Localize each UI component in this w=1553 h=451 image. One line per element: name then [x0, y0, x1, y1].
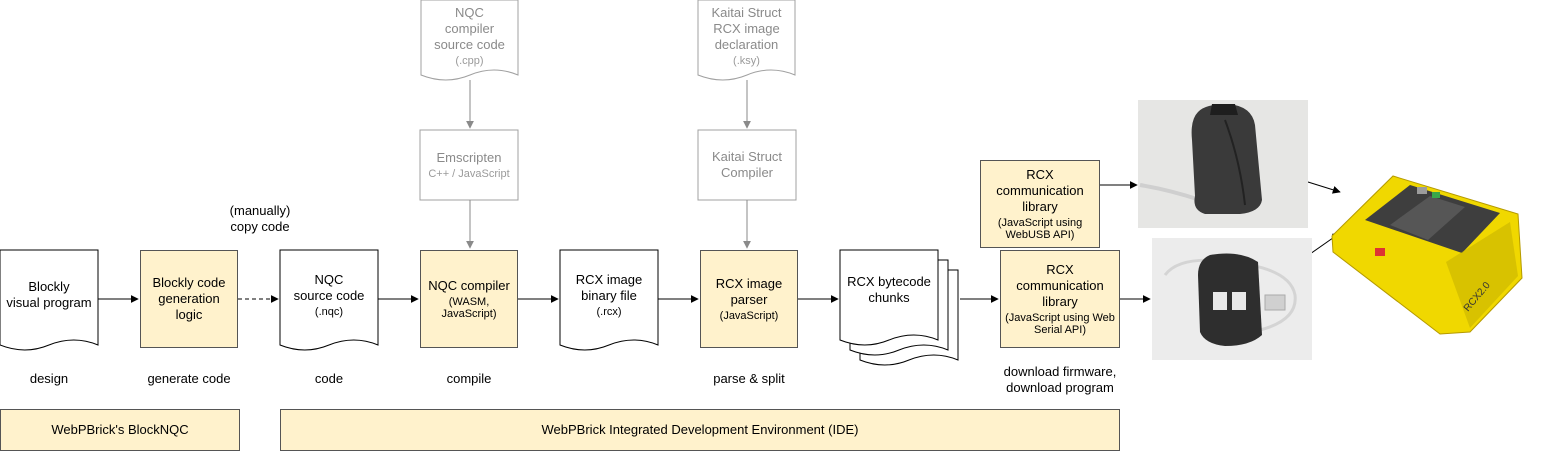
rcx-brick-photo: RCX2.0 [1331, 175, 1523, 335]
nqc-compiler-source-doc: NQC compiler source code (.cpp) [421, 2, 518, 70]
comm-webusb-box: RCX communication library (JavaScript us… [980, 160, 1100, 248]
nqc-source-doc: NQC source code (.nqc) [280, 255, 378, 335]
comm-webserial-box: RCX communication library (JavaScript us… [1000, 250, 1120, 348]
rcx-parser-box: RCX image parser (JavaScript) [700, 250, 798, 348]
nqc-compiler-sub: (WASM, JavaScript) [441, 296, 497, 320]
usb-ir-tower-photo [1138, 100, 1308, 228]
blockly-codegen-title: Blockly code generation logic [152, 275, 226, 322]
bytecode-chunks-title: RCX bytecode chunks [847, 274, 931, 305]
stage-generate-code: generate code [147, 371, 231, 386]
blockly-program-title: Blockly visual program [6, 279, 92, 310]
comm-webserial-title: RCX communication library [1016, 262, 1104, 309]
stage-design: design [29, 371, 69, 386]
comm-webusb-title: RCX communication library [996, 167, 1084, 214]
nqc-cpp-doc-shape [420, 0, 519, 81]
emscripten-sub: C++ / JavaScript [428, 168, 510, 180]
group-blocknqc: WebPBrick's BlockNQC [0, 409, 240, 451]
comm-webserial-sub: (JavaScript using Web Serial API) [1005, 312, 1115, 336]
bytecode-doc-shape-front [839, 249, 939, 346]
group-blocknqc-label: WebPBrick's BlockNQC [51, 422, 189, 437]
blockly-program-doc: Blockly visual program [0, 255, 98, 335]
emscripten-box-shape [419, 129, 519, 201]
rcx-image-ext: (.rcx) [596, 306, 622, 318]
stage-code: code [314, 371, 344, 386]
rcx-image-title: RCX image binary file [575, 272, 643, 303]
nqc-source-doc-shape [279, 249, 379, 351]
bytecode-chunks-doc: RCX bytecode chunks [840, 255, 938, 325]
kaitai-ksy-ext: (.ksy) [733, 55, 760, 67]
rcx-image-doc-shape [559, 249, 659, 351]
group-ide: WebPBrick Integrated Development Environ… [280, 409, 1120, 451]
arrow-usb-tower-to-rcx [1307, 181, 1341, 194]
stage-parse-split: parse & split [713, 371, 785, 386]
rcx-parser-sub: (JavaScript) [719, 310, 779, 322]
kaitai-ksy-doc-shape [697, 0, 796, 81]
nqc-cpp-title: NQC compiler source code [434, 5, 505, 52]
serial-ir-tower-photo [1152, 238, 1312, 360]
blockly-codegen-box: Blockly code generation logic [140, 250, 238, 348]
kaitai-compiler-title: Kaitai Struct Compiler [711, 149, 783, 180]
nqc-source-ext: (.nqc) [314, 306, 344, 318]
group-ide-label: WebPBrick Integrated Development Environ… [541, 422, 859, 437]
blockly-program-doc-shape [0, 249, 99, 351]
manual-copy-text: (manually) copy code [229, 203, 291, 234]
stage-download: download firmware, download program [1003, 364, 1117, 395]
kaitai-compiler-box: Kaitai Struct Compiler [698, 130, 796, 200]
rcx-parser-title: RCX image parser [715, 276, 783, 307]
nqc-cpp-ext: (.cpp) [455, 55, 484, 67]
emscripten-box: Emscripten C++ / JavaScript [420, 130, 518, 200]
kaitai-ksy-title: Kaitai Struct RCX image declaration [711, 5, 782, 52]
emscripten-title: Emscripten [436, 150, 502, 165]
manual-copy-label: (manually) copy code [210, 202, 310, 236]
nqc-source-title: NQC source code [293, 272, 365, 303]
stage-compile: compile [446, 371, 492, 386]
nqc-compiler-box: NQC compiler (WASM, JavaScript) [420, 250, 518, 348]
nqc-compiler-title: NQC compiler [428, 278, 510, 293]
comm-webusb-sub: (JavaScript using WebUSB API) [997, 217, 1083, 241]
kaitai-declaration-doc: Kaitai Struct RCX image declaration (.ks… [698, 2, 795, 70]
rcx-image-doc: RCX image binary file (.rcx) [560, 255, 658, 335]
